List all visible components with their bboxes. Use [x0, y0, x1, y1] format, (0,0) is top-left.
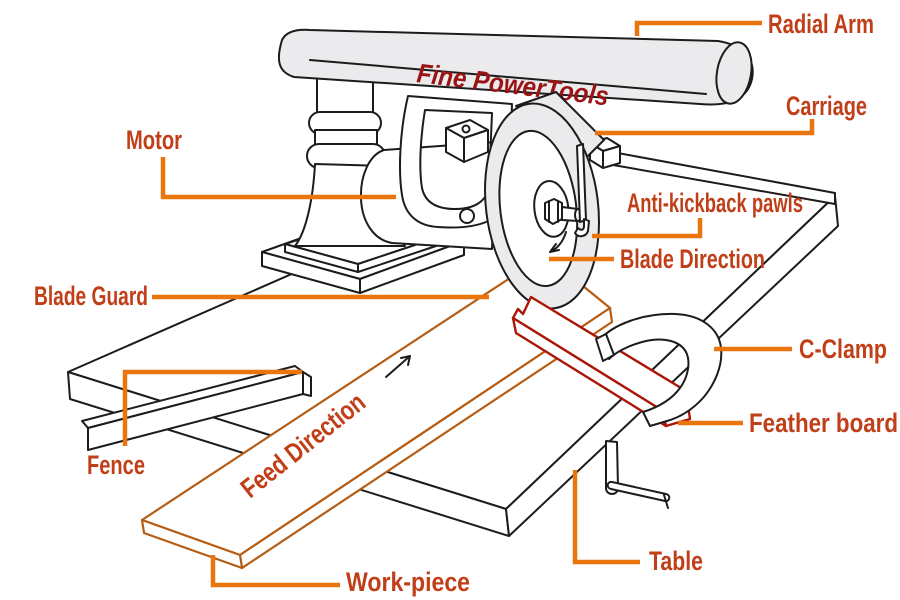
clamp-pad — [595, 333, 615, 362]
leader-radial-arm — [634, 20, 762, 36]
radial-arm — [277, 28, 754, 106]
roller-block-side — [463, 129, 489, 163]
workpiece — [140, 253, 614, 570]
label-blade-direction: Blade Direction — [620, 244, 765, 274]
yoke-hole — [459, 208, 475, 224]
table-right-face — [505, 195, 839, 537]
leader-fence — [122, 369, 302, 446]
c-clamp — [595, 312, 723, 509]
fence-end-cap — [302, 371, 312, 397]
label-radial-arm: Radial Arm — [768, 9, 874, 39]
label-fence: Fence — [87, 450, 145, 480]
fence — [81, 137, 836, 451]
leader-work-piece — [210, 555, 340, 588]
label-table: Table — [649, 546, 703, 576]
label-work-piece: Work-piece — [346, 567, 470, 597]
blade-direction-arrow-icon — [549, 231, 567, 253]
radial-arm-contour — [309, 59, 707, 95]
label-carriage: Carriage — [786, 91, 867, 121]
feed-direction-arrow-icon — [385, 355, 411, 378]
label-c-clamp: C-Clamp — [799, 334, 887, 364]
leader-anti-kickback-pawls — [592, 218, 703, 239]
leader-motor — [160, 157, 396, 200]
label-motor: Motor — [126, 125, 182, 155]
clamp-handle-tip — [663, 494, 669, 509]
roller-block-pin — [461, 124, 471, 134]
leader-table — [572, 470, 640, 565]
fence-right-block-side — [602, 145, 621, 169]
label-anti-kickback-pawls: Anti-kickback pawls — [627, 188, 803, 218]
carriage-yoke — [399, 95, 513, 229]
radial-arm-end-cap — [715, 41, 753, 105]
base-lower-front-right — [359, 240, 465, 294]
label-feather-board: Feather board — [749, 408, 898, 438]
leader-lines — [122, 20, 815, 588]
radial-arm-body — [277, 28, 754, 106]
arbor-nut — [544, 198, 563, 225]
anti-kickback-pawl — [574, 218, 590, 238]
workpiece-end-face — [140, 518, 244, 570]
label-blade-guard: Blade Guard — [34, 281, 148, 311]
leader-carriage — [595, 119, 815, 136]
arbor-nut-facets — [548, 200, 559, 223]
clamp-body — [598, 312, 723, 427]
